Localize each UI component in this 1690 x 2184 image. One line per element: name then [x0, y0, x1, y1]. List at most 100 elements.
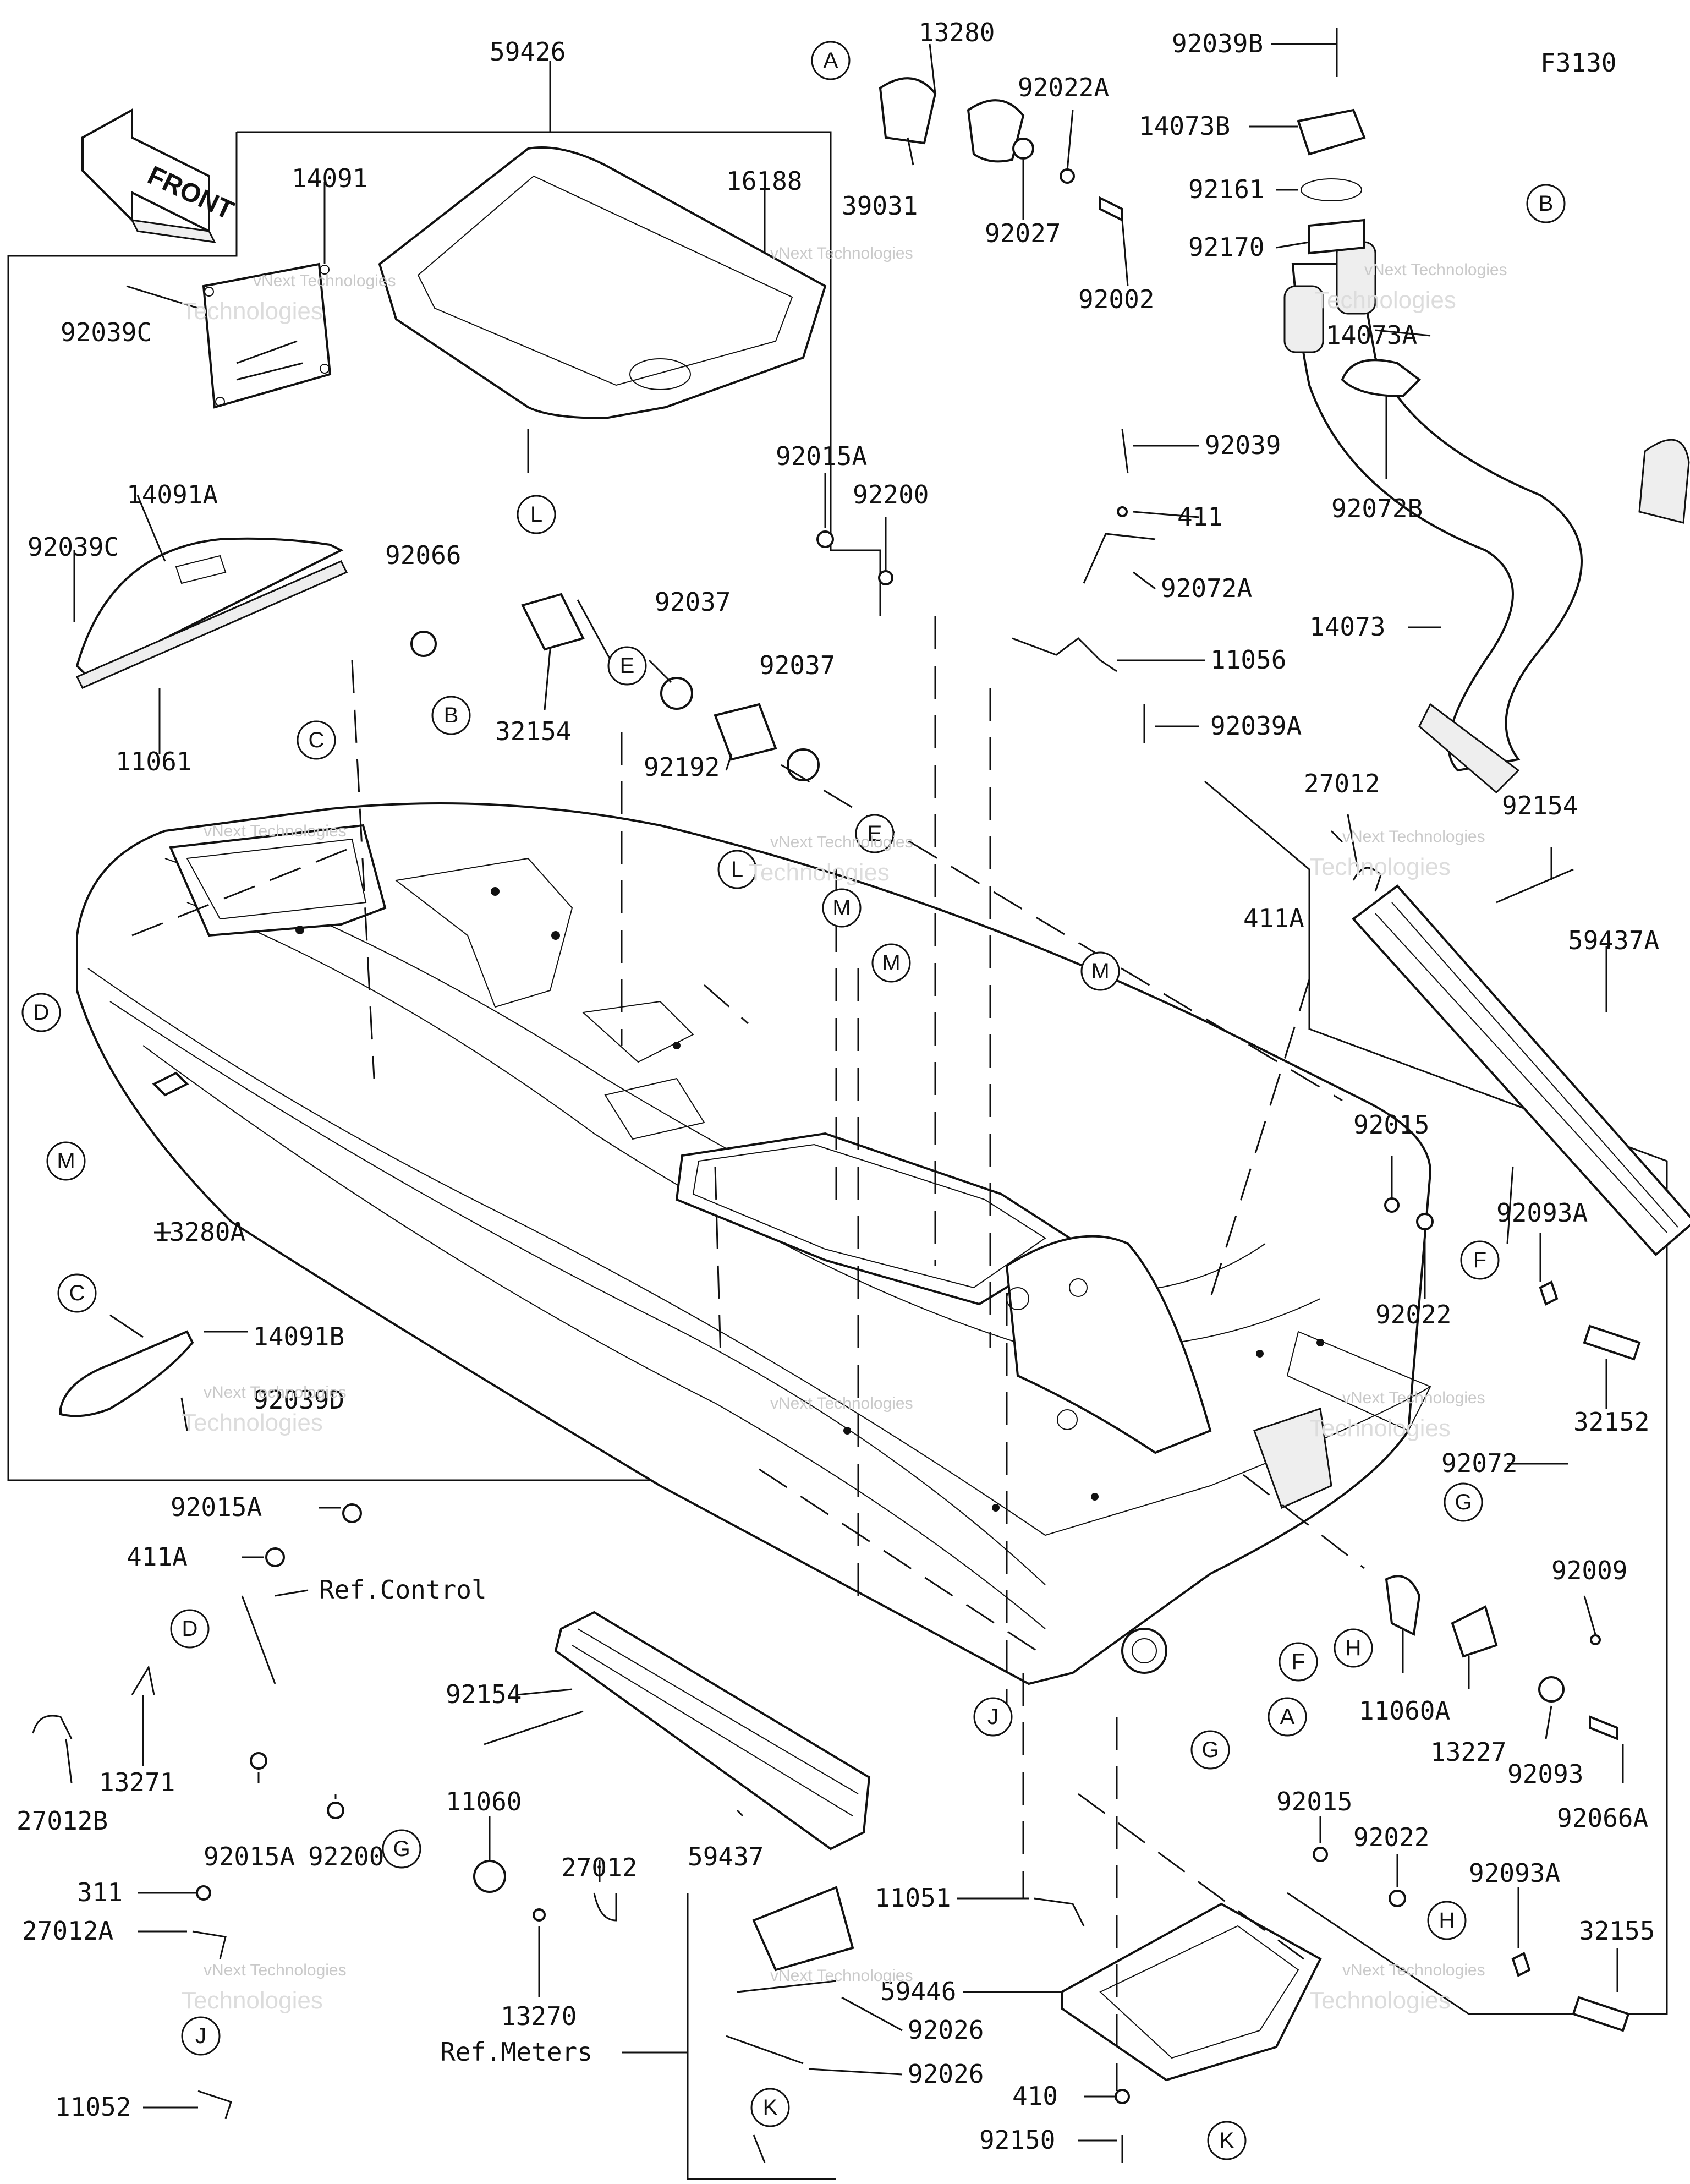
- label-32155: 32155: [1579, 1916, 1655, 1946]
- screw-92039D: [180, 1397, 188, 1431]
- watermark-15: Technologies: [748, 859, 890, 886]
- callout-C-2: C: [57, 1273, 97, 1313]
- svg-text:E: E: [620, 654, 635, 678]
- bracket-11051: [1034, 1897, 1085, 1926]
- flange-13280: [967, 99, 1025, 163]
- watermark-7: vNext Technologies: [204, 1383, 347, 1402]
- part-labels: 59426 14091 16188 92039C 14091A 92039C 1…: [17, 18, 1659, 2155]
- panel-14091A: [75, 537, 344, 678]
- callout-E-1: E: [607, 646, 647, 686]
- hose-92192: [714, 703, 777, 761]
- screw-92009: [1590, 1634, 1601, 1645]
- callout-L-1: L: [517, 495, 556, 534]
- plate-13270: [533, 1908, 546, 1922]
- callout-B-1: B: [1526, 184, 1566, 223]
- collar-92027: [1012, 138, 1034, 160]
- nut-92015A-b: [342, 1503, 362, 1523]
- callout-J-2: J: [181, 2016, 221, 2056]
- label-92039C-a: 92039C: [61, 318, 152, 347]
- label-92009: 92009: [1551, 1556, 1627, 1585]
- gasket-11061: [75, 560, 348, 689]
- grommet-32154: [521, 593, 585, 651]
- callout-K-1: K: [750, 2088, 790, 2127]
- washer-92022-b: [1389, 1890, 1406, 1907]
- watermark-9: vNext Technologies: [1342, 1389, 1485, 1407]
- watermark-2: vNext Technologies: [770, 244, 913, 262]
- clamp-92170: [1308, 218, 1365, 255]
- label-92072B: 92072B: [1331, 494, 1423, 523]
- svg-text:A: A: [824, 48, 838, 73]
- storage-tray: [378, 146, 827, 420]
- fitting-32152: [1583, 1324, 1641, 1361]
- label-14091B: 14091B: [253, 1322, 344, 1351]
- label-39031: 39031: [842, 191, 918, 221]
- callout-L-2: L: [717, 850, 757, 889]
- washer-92022A: [1060, 168, 1075, 184]
- svg-text:H: H: [1439, 1908, 1455, 1933]
- label-13227: 13227: [1430, 1737, 1506, 1767]
- bracket-ref-meters: [752, 1886, 854, 1972]
- label-92093A-a: 92093A: [1496, 1198, 1588, 1228]
- svg-text:J: J: [195, 2024, 206, 2048]
- screw-92039: [1121, 429, 1129, 474]
- watermark-4: vNext Technologies: [204, 822, 347, 840]
- watermark-1: vNext Technologies: [253, 272, 396, 290]
- label-ref-control: Ref.Control: [319, 1575, 487, 1605]
- frame-line-tray: [830, 143, 881, 616]
- label-14091A: 14091A: [127, 480, 218, 510]
- callout-F-2: F: [1279, 1642, 1318, 1682]
- svg-text:G: G: [393, 1837, 410, 1861]
- svg-text:C: C: [69, 1281, 85, 1305]
- callout-M-2: M: [871, 943, 911, 983]
- frame-line-bottom: [687, 1893, 836, 2180]
- label-92022A: 92022A: [1018, 73, 1109, 102]
- band-92072: [1506, 1166, 1514, 1244]
- label-311: 311: [77, 1878, 123, 1907]
- label-92066A: 92066A: [1557, 1803, 1648, 1833]
- label-92037-b: 92037: [759, 650, 835, 680]
- label-59446: 59446: [880, 1977, 956, 2006]
- bolt-92154-a: [1496, 868, 1574, 904]
- callout-A-2: A: [1268, 1697, 1307, 1737]
- clip-92093A-b: [1511, 1952, 1531, 1977]
- label-13280: 13280: [919, 18, 995, 47]
- label-92015-b: 92015: [1276, 1787, 1352, 1816]
- cover-14091: [202, 262, 332, 409]
- nut-92015A: [816, 530, 834, 548]
- svg-text:E: E: [868, 822, 882, 846]
- label-14091: 14091: [292, 163, 367, 193]
- washer-411A-b: [265, 1547, 285, 1567]
- front-arrow-icon: FRONT: [81, 108, 238, 243]
- label-32152: 32152: [1573, 1407, 1649, 1437]
- label-92170: 92170: [1188, 232, 1264, 262]
- bolt-92002: [1099, 196, 1123, 222]
- washer-92093: [1538, 1676, 1565, 1703]
- label-ref-meters: Ref.Meters: [440, 2037, 592, 2067]
- clamp-92037-b: [787, 748, 820, 781]
- label-92026-b: 92026: [908, 2059, 984, 2089]
- label-13280A: 13280A: [154, 1217, 245, 1247]
- label-410: 410: [1012, 2081, 1058, 2111]
- label-13270: 13270: [501, 2001, 577, 2031]
- svg-text:M: M: [832, 896, 851, 920]
- label-92022-b: 92022: [1353, 1822, 1429, 1852]
- bracket-92072A: [1083, 533, 1156, 584]
- label-92039D: 92039D: [253, 1385, 344, 1415]
- label-13271: 13271: [99, 1767, 175, 1797]
- label-92161: 92161: [1188, 174, 1264, 204]
- label-92192: 92192: [644, 752, 720, 782]
- label-92039B: 92039B: [1172, 29, 1263, 58]
- svg-text:M: M: [1091, 959, 1109, 983]
- watermark-17: Technologies: [182, 1409, 323, 1436]
- label-92015A-a: 92015A: [776, 441, 867, 471]
- svg-text:F: F: [1473, 1248, 1486, 1272]
- nut-311: [196, 1885, 211, 1901]
- rod-ref-control: [241, 1595, 276, 1684]
- label-92039C-b: 92039C: [28, 532, 119, 562]
- washer-411A-a: [1330, 830, 1343, 843]
- callout-A-1: A: [811, 41, 851, 80]
- washer-92200: [878, 570, 893, 585]
- svg-text:C: C: [309, 728, 325, 752]
- label-92039: 92039: [1205, 430, 1281, 460]
- callout-D-2: D: [170, 1609, 210, 1649]
